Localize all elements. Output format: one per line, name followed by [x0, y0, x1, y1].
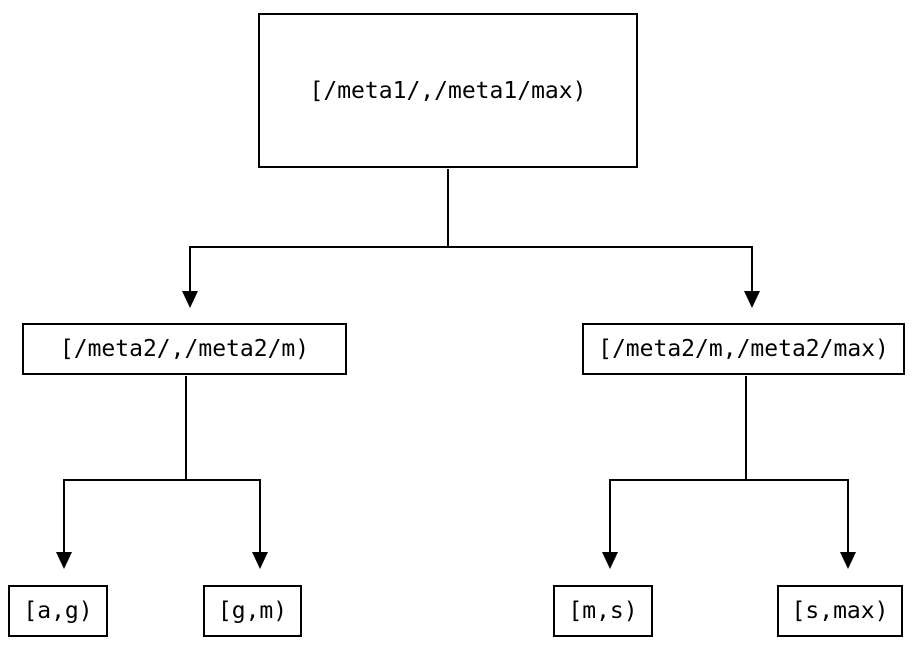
arrow-down-icon	[252, 552, 268, 569]
tree-node-label: [s,max)	[791, 598, 889, 624]
tree-node-leaf-gm: [g,m)	[203, 585, 302, 637]
tree-node-label: [/meta2/,/meta2/m)	[59, 336, 310, 362]
arrow-down-icon	[182, 291, 198, 308]
tree-node-label: [/meta2/m,/meta2/max)	[598, 336, 889, 362]
tree-node-level2-left: [/meta2/,/meta2/m)	[22, 323, 347, 375]
arrow-down-icon	[744, 291, 760, 308]
tree-node-root: [/meta1/,/meta1/max)	[258, 13, 638, 168]
edge-root-to-level2	[189, 169, 753, 293]
tree-node-leaf-ms: [m,s)	[553, 585, 653, 637]
arrow-down-icon	[840, 552, 856, 569]
edge-left-to-leaves	[63, 376, 261, 554]
tree-node-level2-right: [/meta2/m,/meta2/max)	[582, 323, 905, 375]
tree-node-label: [a,g)	[23, 598, 93, 624]
edge-right-to-leaves	[609, 376, 849, 554]
tree-node-leaf-ag: [a,g)	[8, 585, 108, 637]
arrow-down-icon	[602, 552, 618, 569]
tree-node-leaf-smax: [s,max)	[777, 585, 903, 637]
tree-node-label: [/meta1/,/meta1/max)	[309, 77, 587, 104]
tree-node-label: [g,m)	[217, 598, 288, 624]
tree-node-label: [m,s)	[568, 598, 638, 624]
arrow-down-icon	[56, 552, 72, 569]
